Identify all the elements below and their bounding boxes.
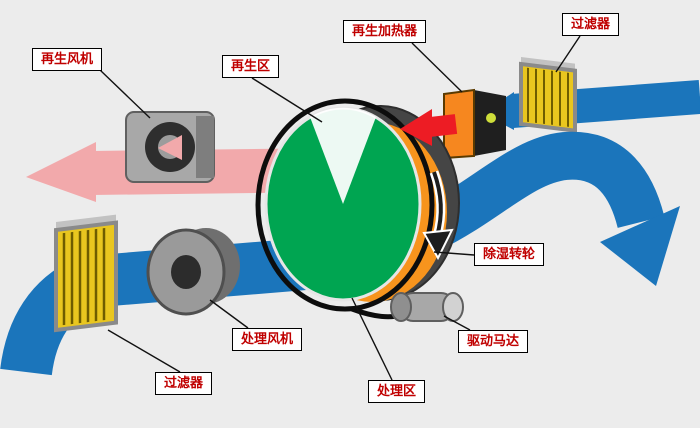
filter-bottom-shape: [54, 214, 118, 333]
drive-motor-pulley: [390, 292, 412, 322]
regen-heater-shape: [443, 88, 506, 160]
regen-fan-flow-arrowhead: [158, 135, 182, 160]
wheel-rotation-arrow: [422, 170, 454, 261]
leader-filter-bottom: [107, 329, 181, 373]
label-filter-bottom: 过滤器: [155, 372, 213, 395]
wheel-belt: [255, 98, 435, 312]
leader-regen-fan: [99, 69, 151, 119]
leader-drive-motor: [443, 315, 471, 331]
leader-process-zone: [351, 297, 393, 381]
label-process-fan: 处理风机: [232, 328, 303, 351]
leader-regen-heater: [411, 42, 463, 93]
regen-exhaust-arrowhead: [26, 142, 96, 202]
filter-top-shape: [519, 57, 577, 133]
process-fan-hub: [171, 255, 201, 289]
leader-process-fan: [209, 299, 249, 329]
leader-dehumid-wheel: [433, 251, 475, 256]
label-drive-motor: 驱动马达: [458, 330, 529, 353]
leader-lines: [99, 35, 581, 381]
leader-regen-zone: [251, 77, 323, 123]
regen-heater-side: [474, 90, 506, 156]
hot-air-band: [428, 114, 458, 137]
leader-filter-top: [555, 35, 581, 73]
label-regen-fan: 再生风机: [32, 48, 103, 71]
label-dehumid-wheel: 除湿转轮: [474, 243, 545, 266]
filter-top-pleats: [527, 67, 569, 127]
label-regen-heater: 再生加热器: [343, 20, 427, 43]
regen-heater-front: [443, 88, 475, 160]
label-process-zone: 处理区: [368, 380, 426, 403]
process-air-supply-arrowhead: [600, 206, 680, 286]
filter-bottom-pleats: [62, 227, 106, 326]
regen-fan-side-shade: [196, 116, 214, 178]
label-filter-top: 过滤器: [562, 13, 620, 36]
label-regen-zone: 再生区: [222, 55, 280, 78]
filter-top-body: [519, 61, 577, 133]
drive-motor-shape: [390, 292, 464, 322]
process-fan-shape: [146, 228, 240, 316]
regen-fan-shape: [125, 111, 215, 183]
regen-heater-indicator-dot: [486, 113, 496, 123]
wheel-regen-sector: [310, 107, 376, 204]
dehumid-wheel-shape: [255, 98, 460, 320]
hot-air-arrowhead: [400, 109, 432, 146]
